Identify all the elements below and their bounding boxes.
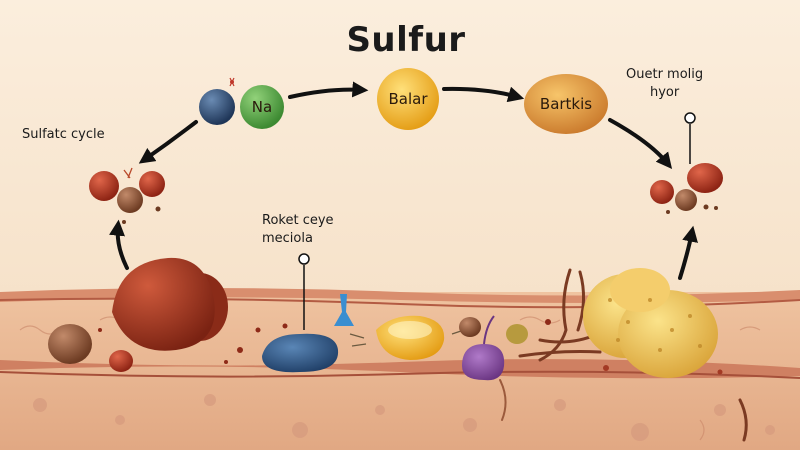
node-navy-sphere <box>199 89 235 125</box>
node-right-cluster <box>650 163 723 214</box>
arrow-soil-to-right <box>678 225 698 280</box>
node-na <box>229 77 284 129</box>
label-sulfate-cycle: Sulfatc cycle <box>22 127 105 142</box>
arrow-rock-to-left <box>109 219 129 270</box>
node-bartkis <box>524 74 608 134</box>
arrow-balar-to-bartkis <box>442 86 525 103</box>
node-left-cluster <box>89 167 165 224</box>
pin-top-right <box>684 112 696 164</box>
diagram-title: Sulfur <box>346 20 466 60</box>
node-balar <box>377 68 439 130</box>
pin-middle <box>298 253 310 330</box>
label-top-right: Ouetr molig hyor <box>626 67 704 100</box>
label-balar: Balar <box>388 90 428 108</box>
label-middle: Roket ceye meciola <box>262 213 334 246</box>
arrow-na-to-balar <box>288 81 369 99</box>
red-rock-cluster <box>48 257 261 372</box>
arrow-bartkis-to-right <box>608 118 673 169</box>
cycle-arrows <box>109 81 698 280</box>
arrow-navy-to-left <box>138 120 198 164</box>
label-bartkis: Bartkis <box>539 95 593 113</box>
label-na: Na <box>251 98 273 116</box>
sulfur-deposit-cluster <box>583 268 723 378</box>
microbes-middle <box>262 294 551 381</box>
